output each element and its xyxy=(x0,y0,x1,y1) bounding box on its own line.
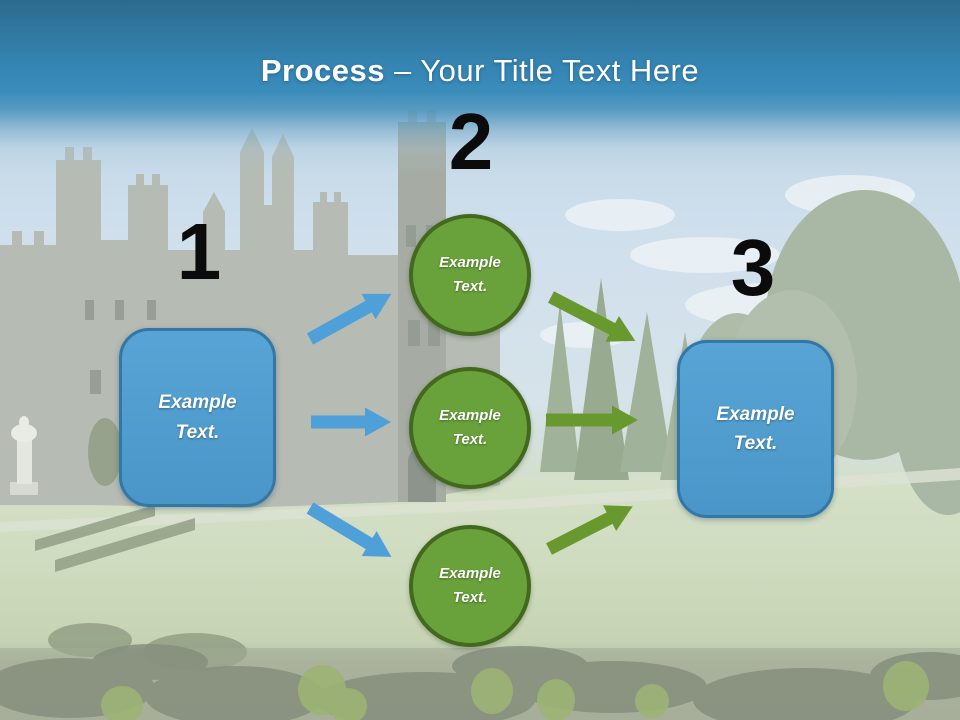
gravel-path xyxy=(0,468,960,532)
process-circle-middle-label: Example Text. xyxy=(439,407,501,448)
process-circle-middle: Example Text. xyxy=(409,367,531,489)
title-keyword: Process xyxy=(260,53,386,88)
process-circle-top: Example Text. xyxy=(409,214,531,336)
process-circle-bottom: Example Text. xyxy=(409,525,531,647)
step-number-1: 1 xyxy=(176,207,222,296)
garden-shrubs xyxy=(0,644,960,720)
process-circle-top-label: Example Text. xyxy=(439,254,501,295)
step-number-2: 2 xyxy=(448,97,494,186)
process-box-step-1: Example Text. xyxy=(119,328,276,507)
process-circle-bottom-label: Example Text. xyxy=(439,565,501,606)
process-box-step-3: Example Text. xyxy=(677,340,834,518)
title-subtitle: – Your Title Text Here xyxy=(394,53,700,88)
garden-statue xyxy=(10,416,38,495)
process-box-1-label: Example Text. xyxy=(158,392,237,443)
process-box-3-label: Example Text. xyxy=(716,403,795,454)
title-banner xyxy=(0,0,960,175)
step-number-3: 3 xyxy=(730,223,776,312)
slide-title: Process– Your Title Text Here xyxy=(0,53,960,89)
